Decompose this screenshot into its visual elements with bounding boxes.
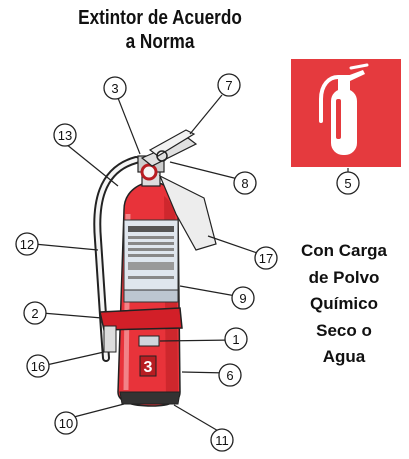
instruction-label: [123, 219, 179, 303]
callout-2: 2: [23, 301, 47, 325]
svg-text:1: 1: [232, 332, 239, 347]
description-line-5: Agua: [322, 347, 366, 366]
svg-text:5: 5: [344, 176, 351, 191]
cylinder-base: [119, 391, 181, 405]
svg-text:16: 16: [31, 359, 45, 374]
callout-10: 10: [54, 411, 78, 435]
svg-text:17: 17: [259, 251, 273, 266]
callout-7: 7: [217, 73, 241, 97]
callout-5: 5: [336, 171, 360, 195]
body-number: 3: [144, 359, 153, 376]
callout-13: 13: [53, 123, 77, 147]
callout-11: 11: [210, 428, 234, 452]
description-text: Con Carga de Polvo Químico Seco o Agua: [285, 238, 403, 371]
wall-bracket: [99, 307, 183, 353]
title-line-2: a Norma: [125, 31, 195, 53]
callout-markers: 3 7 13 8 5 12 17 9: [15, 73, 360, 452]
callout-17: 17: [254, 246, 278, 270]
callout-16: 16: [26, 354, 50, 378]
squeeze-lever: [148, 129, 196, 157]
description-line-3: Químico: [309, 294, 378, 313]
callout-6: 6: [218, 363, 242, 387]
valve-assembly: [137, 129, 217, 251]
leader-lines: [33, 94, 349, 433]
pressure-gauge: [140, 163, 158, 181]
svg-text:3: 3: [111, 81, 118, 96]
callout-9: 9: [231, 286, 255, 310]
title-line-1: Extintor de Acuerdo: [78, 7, 242, 29]
body-number-plate: [139, 355, 157, 377]
description-line-4: Seco o: [316, 320, 372, 340]
callout-12: 12: [15, 232, 39, 256]
description-line-2: de Polvo: [308, 267, 380, 287]
diagram-title: Extintor de Acuerdo a Norma: [57, 6, 263, 54]
extinguisher-sign: [291, 59, 401, 167]
extinguisher-sign-icon: [319, 63, 369, 155]
svg-text:11: 11: [215, 433, 229, 448]
svg-text:7: 7: [225, 78, 232, 93]
callout-1: 1: [224, 327, 248, 351]
inspection-label: [138, 335, 160, 347]
svg-text:13: 13: [58, 128, 72, 143]
description-line-1: Con Carga: [301, 241, 387, 260]
svg-text:10: 10: [59, 416, 73, 431]
callout-8: 8: [233, 171, 257, 195]
callout-3: 3: [103, 76, 127, 100]
svg-text:8: 8: [241, 176, 248, 191]
svg-text:12: 12: [20, 237, 34, 252]
svg-text:6: 6: [226, 368, 233, 383]
discharge-nozzle: [158, 174, 217, 251]
svg-text:2: 2: [31, 306, 38, 321]
safety-pin: [156, 150, 168, 162]
svg-text:9: 9: [239, 291, 246, 306]
